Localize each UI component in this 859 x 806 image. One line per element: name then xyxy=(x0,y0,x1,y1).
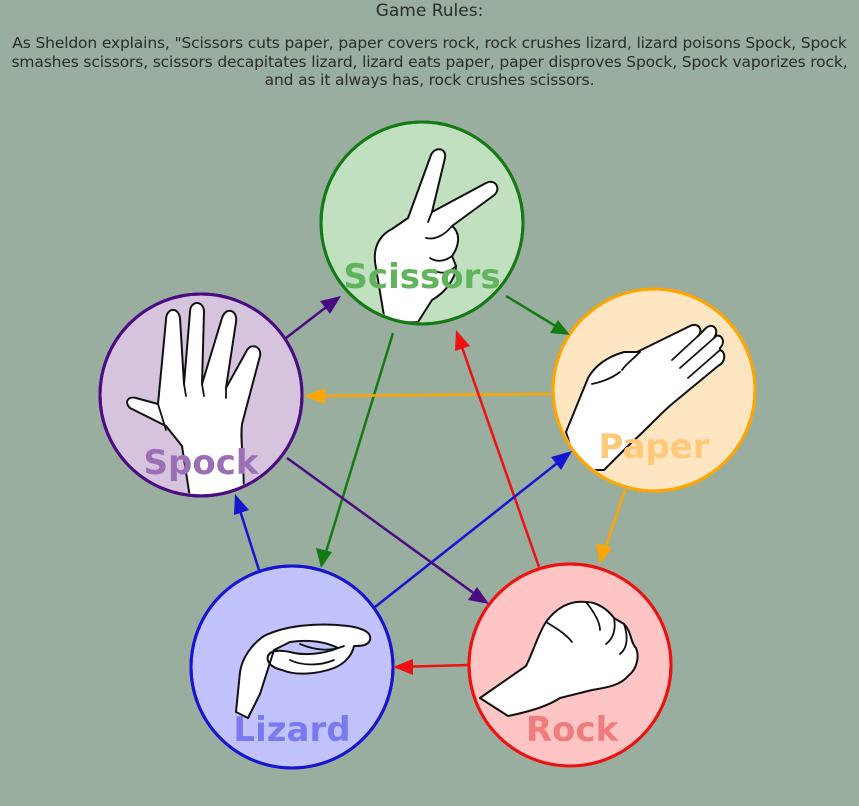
arrowhead-scissors-paper xyxy=(550,320,570,335)
arrow-paper-spock xyxy=(305,392,551,398)
spock-label: Spock xyxy=(144,443,260,483)
spock-hand-icon xyxy=(126,302,262,494)
arrow-spock-rock xyxy=(286,456,487,604)
scissors-hand-icon xyxy=(373,148,499,322)
arrowhead-rock-lizard xyxy=(393,659,413,675)
arrowhead-lizard-spock xyxy=(234,494,249,515)
paper-label: Paper xyxy=(598,427,709,467)
scissors-label: Scissors xyxy=(343,257,500,297)
arrowhead-rock-scissors xyxy=(455,330,470,351)
arrow-scissors-lizard xyxy=(320,332,395,566)
scissors-ring xyxy=(319,120,525,326)
rock-hand-icon xyxy=(479,600,639,717)
spock-ring xyxy=(98,292,304,498)
lizard-hand-icon xyxy=(235,623,372,719)
paper-ring xyxy=(551,287,757,493)
lizard-label: Lizard xyxy=(233,710,350,750)
rule-arrows xyxy=(234,294,627,675)
arrow-rock-scissors xyxy=(455,332,541,568)
paper-hand-icon xyxy=(565,324,726,471)
arrowhead-spock-scissors xyxy=(320,296,341,314)
arrowhead-lizard-paper xyxy=(551,451,572,470)
arrowhead-paper-rock xyxy=(596,543,612,564)
rules-description: As Sheldon explains, "Scissors cuts pape… xyxy=(11,34,848,89)
arrowhead-spock-rock xyxy=(468,587,489,604)
rules-title: Game Rules: xyxy=(375,1,484,21)
arrow-lizard-paper xyxy=(374,452,571,608)
arrowhead-scissors-lizard xyxy=(316,548,332,568)
arrowhead-paper-spock xyxy=(304,388,325,404)
rock-label: Rock xyxy=(526,710,620,750)
